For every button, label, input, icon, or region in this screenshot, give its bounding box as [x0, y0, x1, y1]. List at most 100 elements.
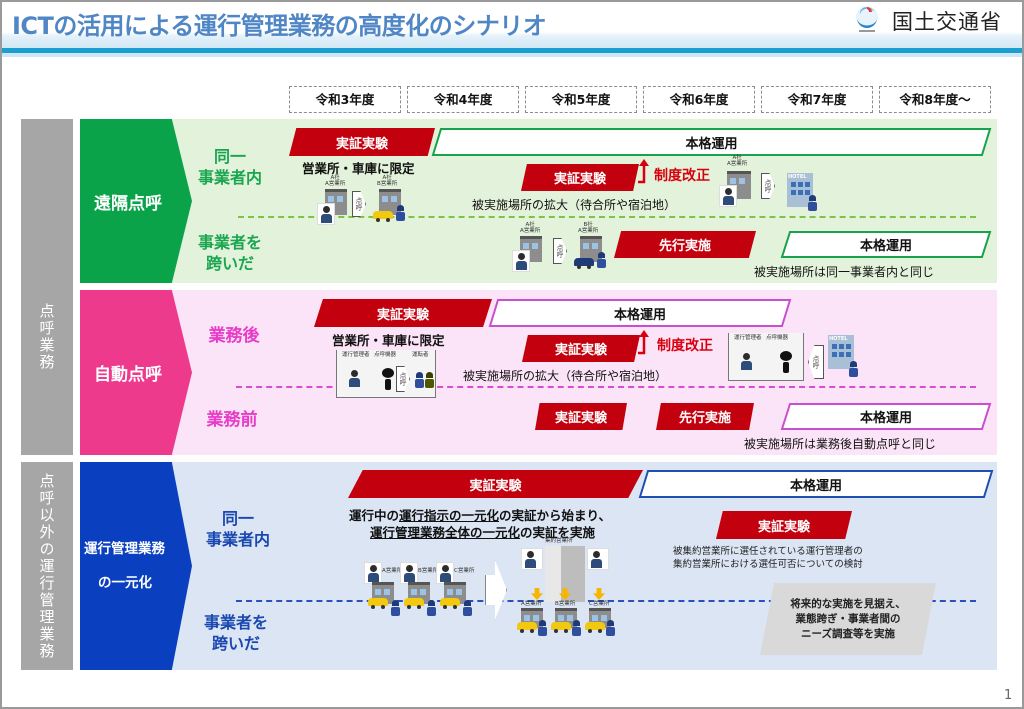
illustration-auto-hotel: 運行管理者 点呼機器 点呼 — [728, 333, 868, 385]
taxi-icon — [404, 598, 424, 609]
driver-icon — [395, 205, 405, 221]
tag-trial: 実証実験 — [522, 335, 640, 362]
year-header: 令和5年度 — [525, 86, 637, 113]
manager-icon — [738, 351, 756, 373]
tag-full-operation: 本格運用 — [780, 231, 992, 258]
chevron-auto-tenko: 自動点呼 — [80, 290, 192, 455]
driver-icon — [848, 361, 858, 377]
office-label: A営業所 — [521, 601, 542, 607]
down-arrow-icon — [531, 588, 543, 600]
year-header: 令和8年度～ — [879, 86, 991, 113]
office-building-icon — [379, 189, 401, 215]
note-text-underlined: 運行指示の一元化 — [399, 508, 500, 523]
tag-trial: 実証実験 — [289, 128, 435, 156]
driver-icon — [807, 195, 817, 211]
taxi-icon — [368, 598, 388, 609]
tag-full-operation-label: 本格運用 — [685, 136, 738, 152]
tag-full-operation-label: 本格運用 — [613, 307, 666, 323]
sub-label-line: 事業者内 — [205, 530, 270, 549]
ministry-name: 国土交通省 — [892, 10, 1002, 34]
unify-label-1: 運行管理業務 — [84, 541, 165, 557]
illustration-auto-office: 運行管理者 点呼機器 運転者 点呼 — [336, 350, 441, 402]
manager-icon — [346, 368, 364, 390]
taxi-icon — [440, 598, 460, 609]
manager-icon — [400, 562, 418, 584]
sub-label-same-company: 同一 事業者内 — [198, 508, 278, 550]
taxi-icon — [517, 622, 537, 633]
note-text: の実証から始まり、 — [499, 508, 612, 523]
note-unify-line2: 運行管理業務全体の一元化の実証を実施 — [370, 522, 595, 541]
page-title: ICTの活用による運行管理業務の高度化のシナリオ — [12, 12, 547, 40]
tag-full-operation: 本格運用 — [488, 299, 792, 327]
category-other-label-b: 運行管理業務 — [37, 557, 56, 660]
category-other: 点呼以外の 運行管理業務 — [21, 462, 73, 670]
hotel-icon — [828, 335, 854, 369]
tag-advance: 先行実施 — [656, 403, 754, 430]
category-tenko-label: 点呼業務 — [37, 303, 56, 371]
remote-tenko-label: 遠隔点呼 — [94, 193, 162, 214]
note-expansion: 被実施場所の拡大（待合所や宿泊地） — [472, 198, 677, 212]
future-survey-box: 将来的な実施を見据え、 業態跨ぎ・事業者間の ニーズ調査等を実施 — [760, 583, 936, 655]
manager-icon — [436, 562, 454, 584]
tag-full-operation-label: 本格運用 — [859, 411, 912, 426]
note-text: の実証を実施 — [520, 525, 596, 540]
category-other-label-a: 点呼以外の — [37, 472, 56, 558]
note-unify-line1: 運行中の運行指示の一元化の実証から始まり、 — [349, 505, 611, 524]
year-header: 令和6年度 — [643, 86, 755, 113]
hotel-icon — [787, 173, 813, 207]
sub-label-line: 事業者内 — [197, 168, 262, 187]
sub-label-line: 事業者を — [203, 613, 268, 632]
tag-full-operation: 本格運用 — [638, 470, 994, 498]
tag-full-operation: 本格運用 — [780, 403, 992, 430]
manager-icon — [364, 562, 382, 584]
auto-tenko-label: 自動点呼 — [94, 365, 162, 385]
driver-icon — [462, 600, 472, 616]
driver-icon — [537, 620, 547, 636]
hq-label: 集約営業所 — [545, 538, 573, 544]
divider-dashed — [238, 216, 976, 218]
tag-trial: 実証実験 — [716, 511, 852, 539]
reform-arrow-icon — [638, 159, 649, 184]
manager-label: 運行管理者 — [734, 335, 762, 341]
future-line: 将来的な実施を見据え、 — [790, 597, 906, 610]
reform-label: 制度改正 — [654, 168, 710, 184]
divider-dashed — [236, 600, 976, 602]
chevron-remote-tenko: 遠隔点呼 — [80, 119, 192, 283]
tag-full-operation: 本格運用 — [431, 128, 992, 156]
tag-full-operation-label: 本格運用 — [789, 478, 842, 494]
note-text-underlined: 運行管理業務全体の一元化 — [370, 525, 521, 540]
tenko-arrow-icon: 点呼 — [352, 191, 366, 217]
reform-arrow-icon — [638, 330, 649, 355]
office-label: A営業所 — [382, 568, 403, 574]
note-same-as-after-work: 被実施場所は業務後自動点呼と同じ — [744, 437, 937, 451]
office-label: B営業所 — [418, 568, 439, 574]
driver-icon — [426, 600, 436, 616]
manager-label: 運行管理者 — [342, 352, 370, 358]
year-header: 令和3年度 — [289, 86, 401, 113]
sub-label-same-company: 同一 事業者内 — [190, 146, 270, 188]
tenko-arrow-icon: 点呼 — [808, 345, 824, 379]
driver-label: 運転者 — [412, 352, 429, 358]
category-tenko: 点呼業務 — [21, 119, 73, 455]
manager-icon — [587, 548, 609, 570]
sub-label-line: 跨いだ — [205, 254, 254, 273]
office-label: C営業所 — [454, 568, 475, 574]
tenko-arrow-icon: 点呼 — [396, 366, 410, 392]
future-line: 業態跨ぎ・事業者間の — [795, 612, 901, 625]
future-line: ニーズ調査等を実施 — [801, 627, 895, 640]
note-text: 運行中の — [349, 508, 400, 523]
illustration-offices-before: A営業所 B営業所 C営業所 — [360, 560, 475, 620]
taxi-icon — [551, 622, 571, 633]
manager-icon — [521, 548, 543, 570]
down-arrow-icon — [593, 588, 605, 600]
tag-full-operation-label: 本格運用 — [859, 239, 912, 254]
manager-icon — [719, 185, 737, 207]
tag-trial: 実証実験 — [314, 299, 492, 327]
driver-icon — [596, 252, 606, 268]
tenko-arrow-icon: 点呼 — [553, 238, 567, 264]
